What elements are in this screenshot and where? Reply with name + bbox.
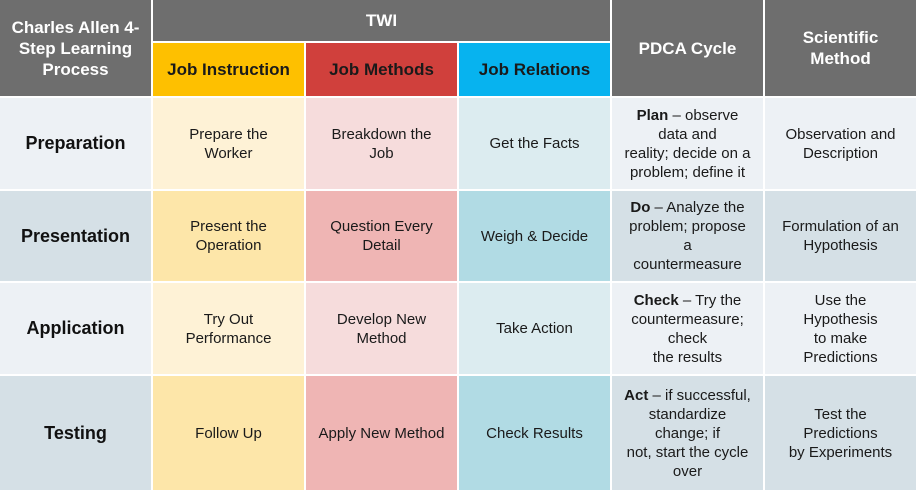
header-charles-allen: Charles Allen 4-Step Learning Process xyxy=(0,0,153,98)
jm-testing: Apply New Method xyxy=(306,376,459,492)
sci-preparation: Observation and Description xyxy=(765,98,918,191)
pdca-do: Do – Analyze the problem; propose a coun… xyxy=(612,191,765,283)
header-job-methods: Job Methods xyxy=(306,43,459,98)
ji-testing: Follow Up xyxy=(153,376,306,492)
ji-presentation: Present the Operation xyxy=(153,191,306,283)
pdca-check-text: – Try the countermeasure; check the resu… xyxy=(631,291,744,366)
step-presentation: Presentation xyxy=(0,191,153,283)
pdca-plan-text: – observe data and reality; decide on a … xyxy=(624,106,751,181)
sci-presentation: Formulation of an Hypothesis xyxy=(765,191,918,283)
pdca-do-text: – Analyze the problem; propose a counter… xyxy=(629,199,746,273)
sci-application: Use the Hypothesis to make Predictions xyxy=(765,283,918,376)
step-application: Application xyxy=(0,283,153,376)
header-twi: TWI xyxy=(153,0,612,43)
ji-preparation: Prepare the Worker xyxy=(153,98,306,191)
pdca-plan: Plan – observe data and reality; decide … xyxy=(612,98,765,191)
ji-application: Try Out Performance xyxy=(153,283,306,376)
header-pdca: PDCA Cycle xyxy=(612,0,765,98)
jr-application: Take Action xyxy=(459,283,612,376)
pdca-plan-key: Plan xyxy=(636,106,669,124)
sci-testing: Test the Predictions by Experiments xyxy=(765,376,918,492)
jm-preparation: Breakdown the Job xyxy=(306,98,459,191)
jr-preparation: Get the Facts xyxy=(459,98,612,191)
jr-testing: Check Results xyxy=(459,376,612,492)
pdca-act: Act – if successful, standardize change;… xyxy=(612,376,765,492)
pdca-check-key: Check xyxy=(633,291,679,309)
step-preparation: Preparation xyxy=(0,98,153,191)
jr-presentation: Weigh & Decide xyxy=(459,191,612,283)
pdca-check: Check – Try the countermeasure; check th… xyxy=(612,283,765,376)
jm-presentation: Question Every Detail xyxy=(306,191,459,283)
header-job-relations: Job Relations xyxy=(459,43,612,98)
step-testing: Testing xyxy=(0,376,153,492)
pdca-act-key: Act xyxy=(624,386,649,404)
jm-application: Develop New Method xyxy=(306,283,459,376)
header-job-instruction: Job Instruction xyxy=(153,43,306,98)
header-scientific-method: Scientific Method xyxy=(765,0,918,98)
pdca-do-key: Do xyxy=(630,199,651,216)
pdca-act-text: – if successful, standardize change; if … xyxy=(626,386,751,480)
